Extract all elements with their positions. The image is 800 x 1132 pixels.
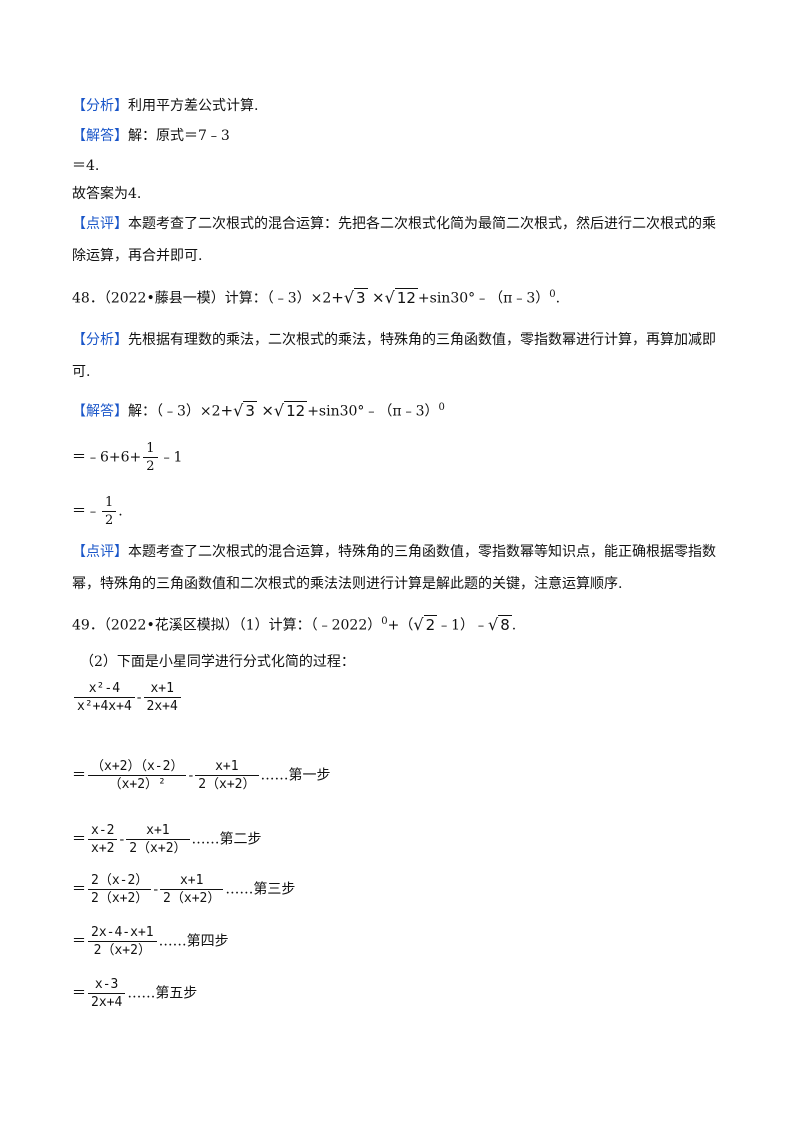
q49-exponent: 0 xyxy=(381,616,388,627)
sqrt-sign-icon: √ xyxy=(273,400,285,420)
sqrt-12: √12 xyxy=(273,400,308,420)
q48-exponent: 0 xyxy=(549,289,556,300)
answer-tag: 【解答】 xyxy=(72,403,128,420)
q49-question: 49．（2022•花溪区模拟）（1）计算：（﹣2022）0+（√2﹣1）﹣√8. xyxy=(72,612,516,636)
sqrt-sign-icon: √ xyxy=(233,400,244,420)
q49-mid2: ﹣1）﹣ xyxy=(437,617,489,634)
step-label: ……第五步 xyxy=(127,985,198,1002)
frac-s3-1: 2（x-2）2（x+2） xyxy=(88,872,152,907)
q48-analysis-cont: 可. xyxy=(72,364,91,380)
q48-comment: 【点评】本题考查了二次根式的混合运算，特殊角的三角函数值，零指数幂等知识点，能正… xyxy=(72,542,716,562)
equals-sign: ＝ xyxy=(72,831,86,848)
equals-sign: ＝ xyxy=(72,767,86,784)
q48-exponent: 0 xyxy=(438,402,445,413)
analysis-text: 利用平方差公式计算. xyxy=(128,98,259,114)
step1-tail: ﹣1 xyxy=(159,449,183,466)
q48-question: 48．（2022•藤县一模）计算：（﹣3）×2+√3 ×√12+sin30°﹣（… xyxy=(72,285,560,309)
q48-analysis: 【分析】先根据有理数的乘法，二次根式的乘法，特殊角的三角函数值，零指数幂进行计算… xyxy=(72,330,716,350)
q48-plus: + xyxy=(220,401,234,420)
times-sign: × xyxy=(372,288,385,307)
sqrt-2: √2 xyxy=(413,614,438,634)
sqrt-3: √3 xyxy=(343,287,368,307)
sqrt-sign-icon: √ xyxy=(488,614,499,634)
step2-end: . xyxy=(118,503,123,520)
q49-mid1: +（ xyxy=(387,617,414,634)
q47-comment: 【点评】本题考查了二次根式的混合运算：先把各二次根式化简为最简二次根式，然后进行… xyxy=(72,214,716,234)
q48-tail: +sin30°﹣（π﹣3） xyxy=(417,290,550,307)
sqrt-sign-icon: √ xyxy=(343,287,355,307)
step-label: ……第三步 xyxy=(225,881,296,898)
answer-tag: 【解答】 xyxy=(72,128,128,144)
q47-line2: ＝4. xyxy=(72,158,100,174)
q48-answer: 【解答】解：（﹣3）×2+√3 ×√12+sin30°﹣（π﹣3）0 xyxy=(72,398,445,422)
minus-sign: - xyxy=(188,767,194,784)
q48-end: . xyxy=(555,290,561,307)
answer-text: 解：原式＝7﹣3 xyxy=(128,128,230,144)
q47-answer: 【解答】解：原式＝7﹣3 xyxy=(72,126,230,146)
step-label: ……第一步 xyxy=(260,767,331,784)
q49-prefix: 49．（2022•花溪区模拟）（1）计算：（﹣2022） xyxy=(72,617,382,634)
step-label: ……第二步 xyxy=(191,831,262,848)
q47-line3: 故答案为4. xyxy=(72,186,142,202)
comment-text: 本题考查了二次根式的混合运算，特殊角的三角函数值，零指数幂等知识点，能正确根据零… xyxy=(128,544,716,560)
q48-plus: + xyxy=(331,288,344,307)
analysis-tag: 【分析】 xyxy=(72,332,128,348)
q48-prefix: 48．（2022•藤县一模）计算：（﹣3）×2 xyxy=(72,290,332,307)
analysis-text: 先根据有理数的乘法，二次根式的乘法，特殊角的三角函数值，零指数幂进行计算，再算加… xyxy=(128,332,716,348)
q48-comment-cont: 幂，特殊角的三角函数值和二次根式的乘法法则进行计算是解此题的关键，注意运算顺序. xyxy=(72,576,623,592)
step1-prefix: ＝﹣6+6+ xyxy=(72,449,142,466)
minus-sign: - xyxy=(119,831,125,848)
sqrt-sign-icon: √ xyxy=(413,614,424,634)
step-label: ……第四步 xyxy=(158,933,229,950)
minus-sign: - xyxy=(136,689,142,706)
comment-text: 本题考查了二次根式的混合运算：先把各二次根式化简为最简二次根式，然后进行二次根式… xyxy=(128,216,716,232)
equals-sign: ＝ xyxy=(72,985,86,1002)
q48-tail: +sin30°﹣（π﹣3） xyxy=(307,403,439,420)
times-sign: × xyxy=(261,401,274,420)
sqrt-sign-icon: √ xyxy=(384,287,395,307)
equals-sign: ＝ xyxy=(72,933,86,950)
sqrt-12: √12 xyxy=(384,287,418,307)
q47-comment-cont: 除运算，再合并即可. xyxy=(72,248,203,264)
q49-end: . xyxy=(511,617,517,634)
sqrt-8: √8 xyxy=(488,614,512,634)
comment-tag: 【点评】 xyxy=(72,216,128,232)
sqrt-3: √3 xyxy=(233,400,257,420)
equals-sign: ＝ xyxy=(72,881,86,898)
analysis-tag: 【分析】 xyxy=(72,98,128,114)
answer-prefix: 解：（﹣3）×2 xyxy=(128,403,221,420)
minus-sign: - xyxy=(153,881,159,898)
comment-tag: 【点评】 xyxy=(72,544,128,560)
step2-prefix: ＝﹣ xyxy=(72,503,100,520)
q49-part2: （2）下面是小星同学进行分式化简的过程： xyxy=(80,654,355,670)
frac-s1-1: （x+2）（x-2）（x+2）² xyxy=(88,758,187,793)
q47-analysis: 【分析】利用平方差公式计算. xyxy=(72,96,258,116)
